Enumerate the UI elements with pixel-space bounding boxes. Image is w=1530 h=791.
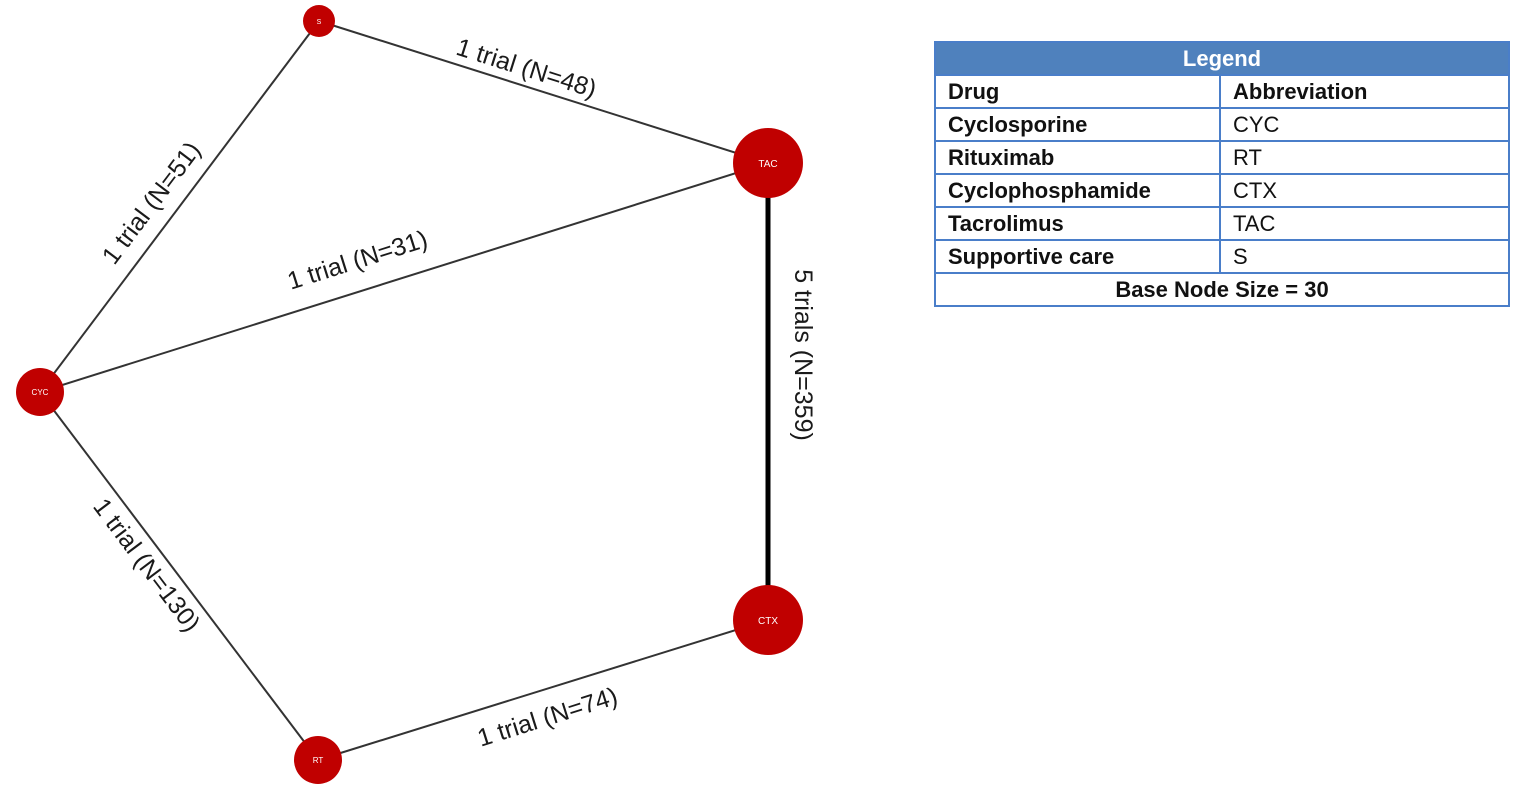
edge-label-s-cyc: 1 trial (N=51) [97,137,207,270]
legend-col-drug: Drug [934,74,1221,109]
edge-s-cyc [39,20,320,393]
edge-label-cyc-tac: 1 trial (N=31) [284,225,431,295]
legend-footer: Base Node Size = 30 [933,272,1511,307]
edge-cyc-rt [39,391,319,761]
legend-drug: Supportive care [934,239,1221,274]
legend-abbr: RT [1218,140,1511,175]
network-diagram: 1 trial (N=48) 1 trial (N=51) 1 trial (N… [16,5,817,784]
legend-row: Supportive care S [934,239,1511,274]
node-rt: RT [294,736,342,784]
edge-label-rt-ctx: 1 trial (N=74) [474,682,621,752]
node-ctx: CTX [733,585,803,655]
legend-drug: Cyclophosphamide [934,173,1221,208]
legend-title: Legend [933,41,1511,76]
node-label-ctx: CTX [758,616,778,627]
legend-row: Cyclophosphamide CTX [934,173,1511,208]
node-label-s: S [317,19,322,26]
edge-label-cyc-rt: 1 trial (N=130) [87,493,205,637]
legend-abbr: CYC [1218,107,1511,142]
legend-header-row: Drug Abbreviation [934,74,1511,109]
edge-rt-ctx [317,619,769,761]
node-cyc: CYC [16,368,64,416]
legend-abbr: S [1218,239,1511,274]
edge-label-s-tac: 1 trial (N=48) [453,33,600,103]
legend-abbr: CTX [1218,173,1511,208]
edge-label-tac-ctx: 5 trials (N=359) [789,269,817,441]
edge-s-tac [318,20,769,164]
legend-row: Rituximab RT [934,140,1511,175]
legend-footer-row: Base Node Size = 30 [933,272,1511,307]
node-label-tac: TAC [758,159,777,170]
legend-table: Legend Drug Abbreviation Cyclosporine CY… [933,41,1511,307]
legend-abbr: TAC [1218,206,1511,241]
node-label-cyc: CYC [32,388,49,397]
node-tac: TAC [733,128,803,198]
legend-title-row: Legend [933,41,1511,76]
legend-drug: Tacrolimus [934,206,1221,241]
node-s: S [303,5,335,37]
edge-cyc-tac [39,162,769,393]
legend-drug: Cyclosporine [934,107,1221,142]
legend-drug: Rituximab [934,140,1221,175]
legend-row: Tacrolimus TAC [934,206,1511,241]
legend-row: Cyclosporine CYC [934,107,1511,142]
node-label-rt: RT [313,756,324,765]
legend-col-abbreviation: Abbreviation [1218,74,1511,109]
